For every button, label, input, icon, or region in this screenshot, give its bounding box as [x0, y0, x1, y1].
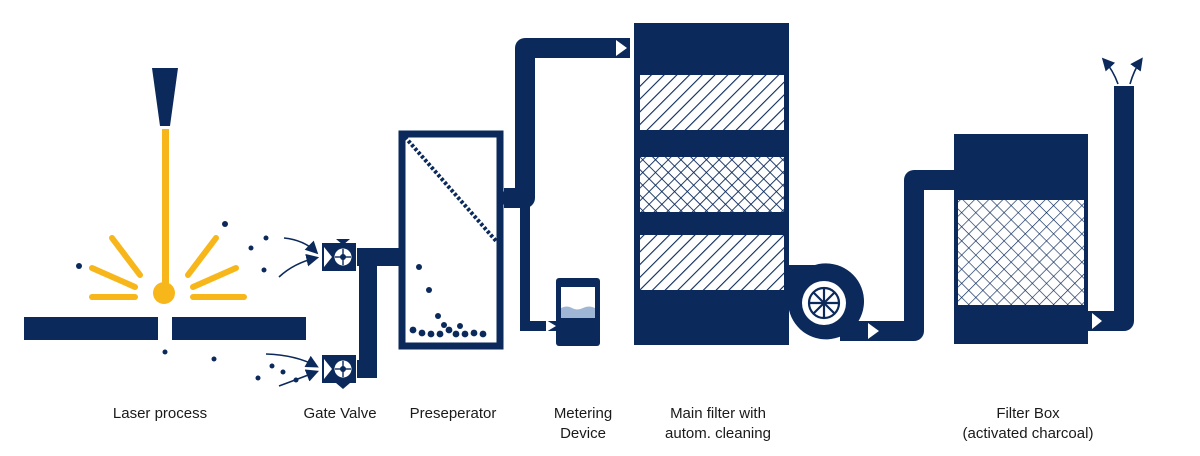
- label-gate-valve: Gate Valve: [303, 405, 377, 422]
- workpiece-left: [24, 317, 158, 340]
- workpiece-right: [172, 317, 306, 340]
- label-main-filter-line1: Main filter with: [670, 405, 766, 422]
- laser-process-unit: [24, 68, 306, 383]
- preseperator-body: [398, 130, 504, 350]
- laser-spark-core: [153, 282, 175, 304]
- inflow-arrows: [265, 237, 320, 387]
- label-main-filter-line2: autom. cleaning: [665, 425, 771, 442]
- metering-fill-level: [561, 306, 595, 318]
- arrow-into-metering: [546, 320, 556, 332]
- arrow-into-main-filter: [616, 40, 627, 56]
- metering-device-unit: [520, 200, 600, 346]
- gate-valve-upper: [322, 239, 356, 271]
- gate-valve-lower: [322, 355, 356, 389]
- label-laser-process: Laser process: [112, 405, 208, 422]
- activated-charcoal-cartridge: [958, 200, 1084, 305]
- arrow-fan-outlet: [868, 323, 879, 339]
- metering-pipe: [520, 200, 556, 331]
- fan-blades: [807, 286, 841, 320]
- exhaust-arrows: [1101, 57, 1143, 85]
- collector-pipe: [357, 248, 394, 378]
- main-filter-cartridge-2: [640, 157, 784, 212]
- fan-unit: [789, 170, 958, 341]
- filter-box-unit: [954, 57, 1143, 344]
- label-filter-box-line1: Filter Box: [996, 405, 1060, 422]
- laser-beam: [162, 129, 169, 289]
- label-preseperator: Preseperator: [409, 405, 497, 422]
- arrow-filter-box-outlet: [1092, 313, 1102, 329]
- spark-rays: [89, 235, 247, 300]
- preseperator-baffle: [403, 135, 499, 244]
- preseperator-particles: [409, 264, 487, 338]
- laser-particles: [76, 221, 299, 383]
- pipe-to-preseperator: [366, 248, 402, 266]
- gate-valve-unit: [265, 237, 402, 389]
- pipe-preseperator-to-main-filter: [504, 38, 630, 208]
- main-filter-unit: [634, 23, 789, 345]
- laser-nozzle: [152, 68, 178, 126]
- main-filter-cartridge-1: [640, 75, 784, 130]
- preseperator-unit: [398, 130, 513, 350]
- exhaust-pipe: [1088, 86, 1134, 331]
- label-metering-line1: Metering: [553, 405, 613, 422]
- label-filter-box-line2: (activated charcoal): [962, 425, 1094, 442]
- label-metering-line2: Device: [560, 425, 606, 442]
- main-filter-cartridge-3: [640, 235, 784, 290]
